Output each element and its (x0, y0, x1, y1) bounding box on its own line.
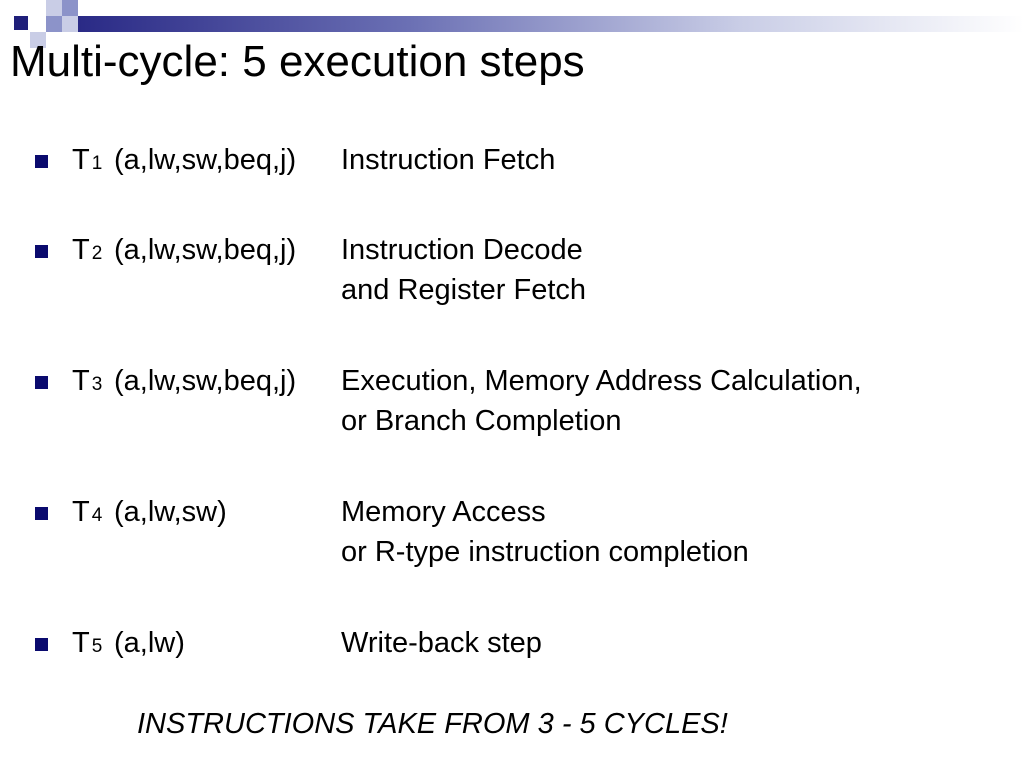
step-description: Execution, Memory Address Calculation, o… (341, 364, 862, 444)
bullet-icon (35, 638, 48, 651)
step-subscript: 1 (91, 153, 103, 174)
dark-square-icon (14, 16, 28, 30)
step-letter: T (72, 234, 90, 266)
step-ops: (a,lw,sw,beq,j) (114, 144, 297, 176)
step-subscript: 2 (91, 243, 103, 264)
step-description: Instruction Decode and Register Fetch (341, 233, 586, 313)
step-ops: (a,lw,sw) (114, 496, 227, 528)
description-line: Instruction Fetch (341, 144, 556, 176)
step-letter: T (72, 627, 90, 659)
description-line: Instruction Decode (341, 234, 583, 266)
description-line: or R-type instruction completion (341, 536, 749, 568)
bullet-icon (35, 376, 48, 389)
light-square-icon (62, 16, 78, 32)
light-square-icon (30, 32, 46, 48)
slide-title: Multi-cycle: 5 execution steps (10, 37, 585, 86)
mid-square-icon (46, 16, 62, 32)
step-subscript: 5 (91, 636, 103, 657)
cycles-note: INSTRUCTIONS TAKE FROM 3 - 5 CYCLES! (137, 708, 728, 740)
bullet-icon (35, 507, 48, 520)
light-square-icon (46, 0, 62, 16)
description-line: or Branch Completion (341, 405, 622, 437)
header-decoration (0, 0, 1024, 48)
step-letter: T (72, 496, 90, 528)
step-ops: (a,lw,sw,beq,j) (114, 234, 297, 266)
step-letter: T (72, 144, 90, 176)
step-subscript: 4 (91, 505, 103, 526)
description-line: Memory Access (341, 496, 546, 528)
step-description: Write-back step (341, 626, 542, 666)
gradient-band (78, 16, 1024, 32)
step-ops: (a,lw,sw,beq,j) (114, 365, 297, 397)
description-line: Execution, Memory Address Calculation, (341, 365, 862, 397)
step-letter: T (72, 365, 90, 397)
step-subscript: 3 (91, 374, 103, 395)
mid-square-icon (62, 0, 78, 16)
step-description: Instruction Fetch (341, 143, 555, 183)
bullet-icon (35, 155, 48, 168)
step-description: Memory Access or R-type instruction comp… (341, 495, 749, 575)
step-ops: (a,lw) (114, 627, 185, 659)
description-line: and Register Fetch (341, 274, 587, 306)
bullet-icon (35, 245, 48, 258)
description-line: Write-back step (341, 627, 542, 659)
